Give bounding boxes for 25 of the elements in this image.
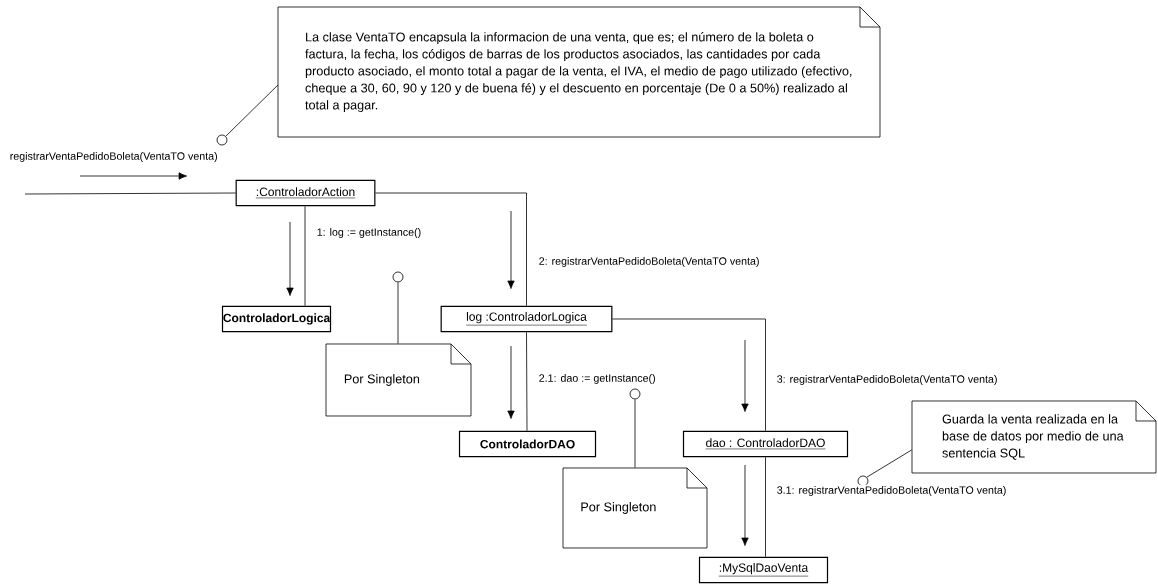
link-line [612,318,766,432]
leader-line [866,449,912,478]
edge-label: registrarVentaPedidoBoleta(VentaTO venta) [8,150,219,164]
class-box: ControladorDAO [458,430,597,458]
link-line [375,192,527,307]
link-line [526,331,528,432]
link-line [304,205,306,307]
note: Por Singleton [562,467,708,549]
note: Guarda la venta realizada en la base de datos por medio de una sentencia SQL [911,400,1157,474]
note: Por Singleton [325,343,472,417]
object-box: :MySqlDaoVenta [698,556,829,584]
edge-label: 2: registrarVentaPedidoBoleta(VentaTO venta) [537,255,761,269]
leader-line [225,84,279,137]
object-box: dao : ControladorDAO [682,430,849,458]
leader-line [634,399,636,468]
link-line [765,456,766,558]
leader-line [397,282,399,344]
link-line [24,192,236,195]
edge-label: 2.1: dao := getInstance() [537,372,657,386]
object-box: log :ControladorLogica [440,305,613,333]
note: La clase VentaTO encapsula la informacion de una venta, que es; el número de la boleta o factura, la fecha, los códigos de barras de los productos asociados, las cantidades por cada producto asociado, el monto total a pagar de la venta, el IVA, el medio de pago utilizado (efectivo, cheque a 30, 60, 90 y 120 y de buena fé) y el descuento en porcentaje (De 0 a 50%) realizado al total a pagar. [277,6,881,138]
edge-label: 1: log := getInstance() [315,226,423,240]
object-box: :ControladorAction [235,179,376,207]
class-box: ControladorLogica [221,305,332,333]
edge-label: 3: registrarVentaPedidoBoleta(VentaTO venta) [775,373,999,387]
